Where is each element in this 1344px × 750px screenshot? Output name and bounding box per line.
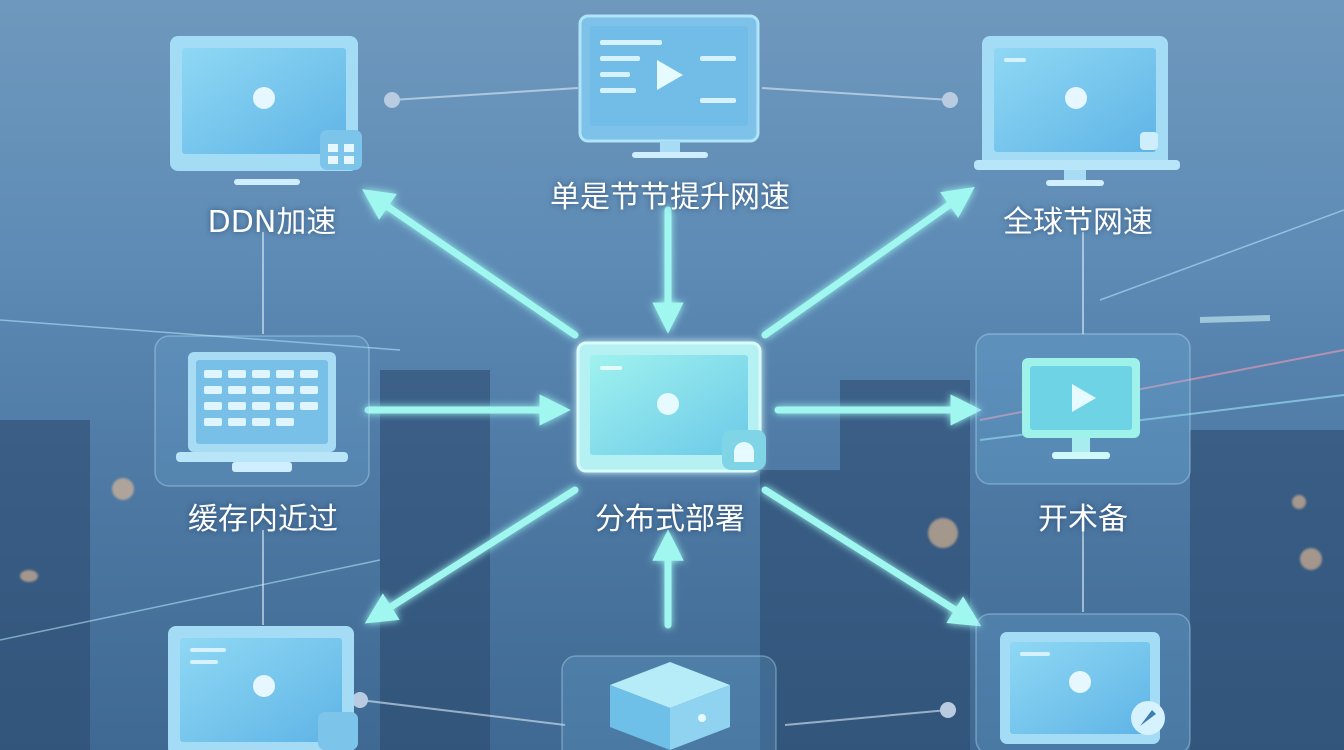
grid-icon: [320, 130, 362, 170]
node-bottom-left: [168, 626, 358, 750]
node-center: [576, 341, 766, 473]
connector-dot: [352, 692, 368, 708]
play-dot: [253, 87, 275, 109]
play-icon: [657, 60, 683, 90]
bokeh-light: [1300, 548, 1322, 570]
label-mid-right: 开术备: [1038, 502, 1128, 537]
bokeh-light: [1292, 495, 1306, 509]
building-silhouette: [1190, 430, 1344, 750]
label-mid-left: 缓存内近过: [188, 502, 338, 537]
node-mid-left: [154, 335, 370, 487]
label-top-left: DDN加速: [207, 205, 337, 240]
lock-icon: [1140, 132, 1158, 150]
label-top-center: 单是节节提升网速: [550, 180, 790, 215]
connector-lines: [262, 87, 1084, 726]
node-bottom-right: [975, 613, 1191, 750]
label-top-right: 全球节网速: [1003, 205, 1153, 240]
arrow-to-top-left: [362, 189, 579, 339]
play-icon: [1072, 384, 1096, 412]
node-bottom-center: [561, 655, 777, 750]
connector-dot: [942, 92, 958, 108]
building-silhouette: [760, 470, 840, 750]
grid-icon: [204, 370, 318, 426]
bokeh-light: [928, 518, 958, 548]
connector-dot: [940, 702, 956, 718]
node-mid-right: [975, 333, 1191, 485]
label-center: 分布式部署: [595, 502, 745, 537]
arrow-to-bottom-right: [761, 486, 982, 627]
building-silhouette: [380, 370, 490, 750]
grid-icon: [318, 712, 358, 750]
bokeh-light: [20, 570, 38, 582]
building-silhouette: [840, 380, 970, 750]
node-top-center: [578, 14, 760, 158]
building-silhouette: [0, 420, 90, 750]
flow-arrows: [362, 186, 982, 629]
arrow-to-top-right: [761, 186, 975, 339]
node-top-right: [974, 36, 1180, 186]
node-top-left: [170, 36, 362, 185]
arrow-to-bottom-left: [364, 486, 579, 624]
bokeh-light: [112, 478, 134, 500]
connector-dot: [384, 92, 400, 108]
